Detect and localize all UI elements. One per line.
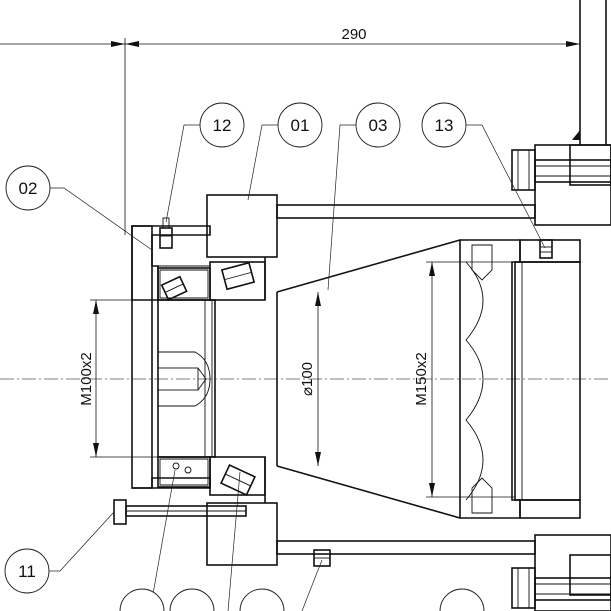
dim-diameter-100: ⌀100 xyxy=(299,292,321,466)
shaft-diameter-label: ⌀100 xyxy=(299,362,316,396)
cone-transition xyxy=(276,239,461,519)
overall-width-label: 290 xyxy=(341,26,366,43)
set-screw-13 xyxy=(539,239,553,259)
balloon-01: 01 xyxy=(277,102,323,148)
lock-nut xyxy=(157,299,216,458)
balloon-12: 12 xyxy=(199,102,245,148)
bearing-top xyxy=(157,261,266,301)
balloon-01-label: 01 xyxy=(291,116,310,135)
balloon-12-label: 12 xyxy=(213,116,232,135)
balloon-02: 02 xyxy=(5,165,51,211)
balloon-11: 11 xyxy=(4,548,50,594)
bottom-screw xyxy=(313,549,331,567)
bolt-11 xyxy=(113,499,247,525)
balloon-03: 03 xyxy=(355,102,401,148)
thread-small-label: M100x2 xyxy=(78,352,95,405)
right-flange xyxy=(534,0,611,611)
balloon-13-label: 13 xyxy=(435,116,454,135)
balloon-02-label: 02 xyxy=(19,179,38,198)
flange-housing xyxy=(206,194,278,566)
partial-balloons-bottom xyxy=(119,588,485,611)
balloon-03-label: 03 xyxy=(369,116,388,135)
dim-m100: M100x2 xyxy=(78,299,158,458)
bottom-bolt xyxy=(511,567,611,609)
balloon-13: 13 xyxy=(421,102,467,148)
dim-m150: M150x2 xyxy=(413,261,515,498)
grease-nipple-top xyxy=(159,217,173,249)
end-cap xyxy=(131,225,211,489)
top-bolt xyxy=(511,149,611,191)
leader-lines xyxy=(48,124,546,611)
thread-large-label: M150x2 xyxy=(413,352,430,405)
balloon-11-label: 11 xyxy=(18,562,36,581)
